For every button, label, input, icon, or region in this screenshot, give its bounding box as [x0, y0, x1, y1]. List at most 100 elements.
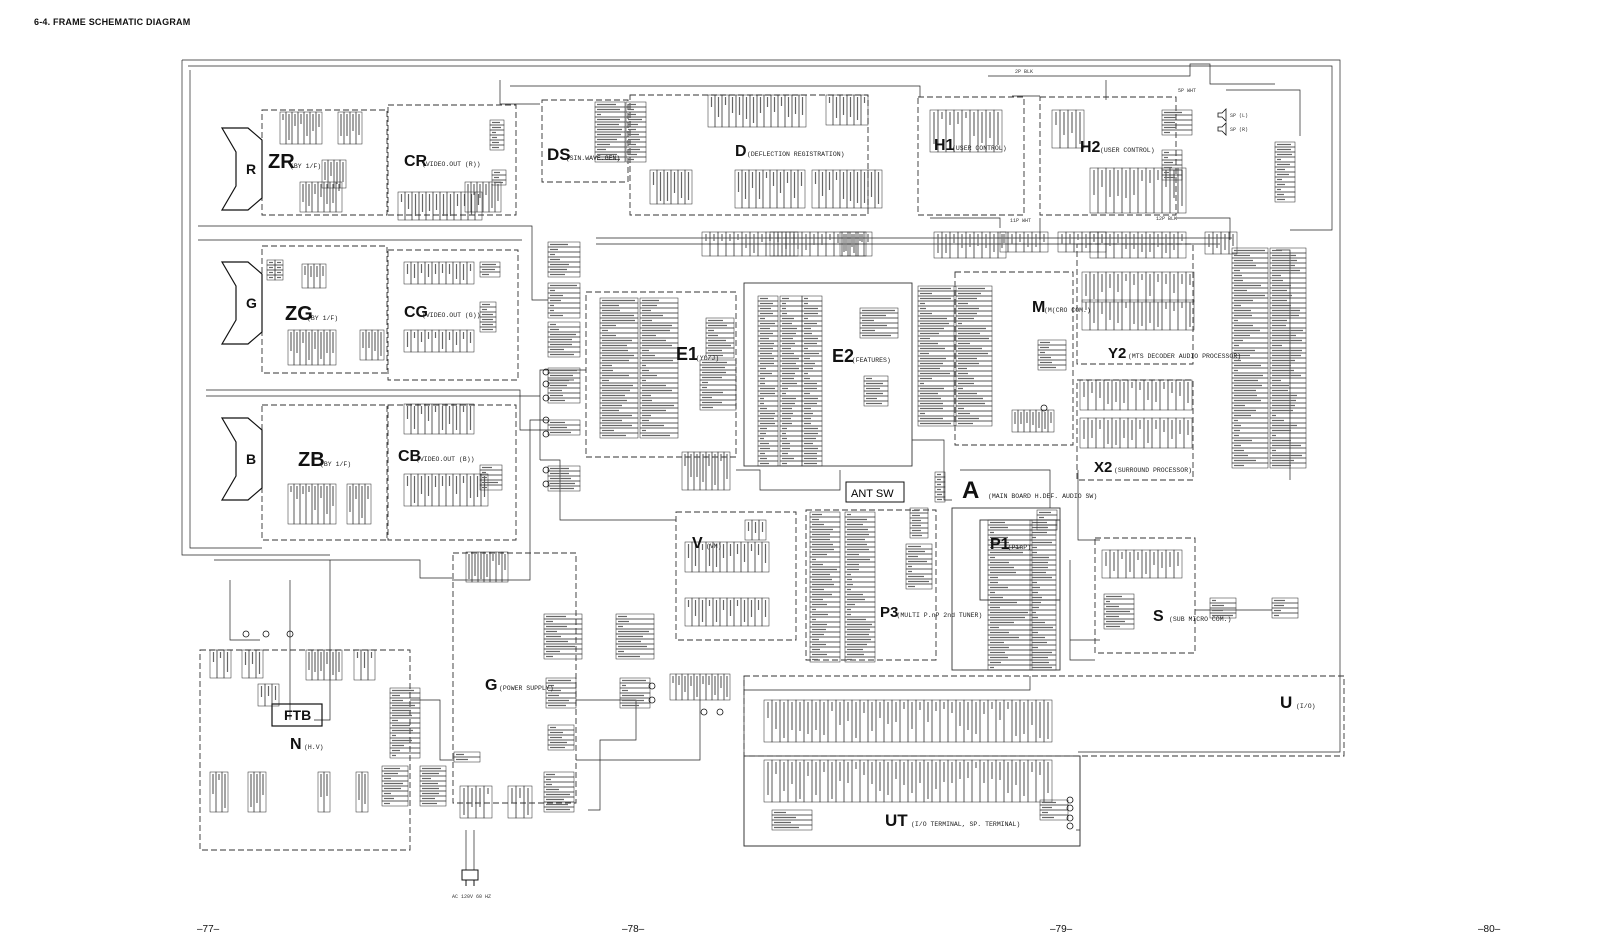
terminal-node [648, 696, 656, 704]
pin-cell [1037, 364, 1067, 371]
connector-strip [763, 759, 1053, 803]
board-desc-v: (VM) [706, 543, 722, 550]
terminal-node [1066, 796, 1074, 804]
board-desc-d: (DEFLECTION REGISTRATION) [747, 151, 845, 158]
pin-cell [547, 429, 581, 436]
pin-cell [625, 156, 647, 163]
terminal-node [1066, 804, 1074, 812]
pin-cell [377, 329, 385, 361]
board-desc-cb: (VIDEO.OUT (B)) [416, 456, 475, 463]
wire [540, 459, 676, 521]
pin-cell [466, 261, 475, 285]
pin-cell [798, 94, 807, 128]
terminal-node [542, 480, 550, 488]
board-desc-h1: (USER CONTROL) [952, 145, 1007, 152]
pin-cell [474, 191, 483, 221]
pin-cell [705, 352, 735, 359]
connector-strip [705, 317, 735, 359]
board-desc-n: (H.V) [304, 744, 324, 751]
connector-strip [639, 297, 679, 439]
connector-tag: 11P WHT [1010, 218, 1031, 224]
board-label-m: M [1032, 299, 1045, 316]
wire [744, 676, 1031, 691]
wire [736, 469, 841, 491]
connector-strip [1209, 597, 1237, 619]
pin-cell [987, 664, 1033, 671]
connector-strip [744, 519, 767, 541]
board-frame-u [743, 675, 1345, 757]
ftb-box [271, 703, 323, 727]
terminal-node [1066, 822, 1074, 830]
pin-cell [917, 420, 955, 427]
pin-cell [639, 432, 679, 439]
connector-strip [279, 111, 323, 145]
ac-plug-icon: AC 120V 60 HZ [452, 869, 491, 900]
speaker-label: SP (R) [1230, 127, 1248, 133]
pin-cell [987, 529, 1033, 536]
terminal-node [542, 430, 550, 438]
pin-cell [259, 771, 267, 813]
pin-cell [367, 649, 376, 681]
pin-cell [547, 485, 581, 492]
board-desc-e2: (FEATURES) [852, 357, 891, 364]
connector-strip [734, 169, 806, 209]
wire [206, 389, 548, 431]
pin-cell [547, 312, 581, 319]
pin-cell [619, 702, 651, 709]
board-desc-p1: (PinP) [1008, 544, 1031, 551]
pin-cell [361, 771, 369, 813]
speaker-shape [1217, 108, 1227, 122]
wire [314, 560, 331, 721]
board-frame-h1 [917, 96, 1025, 216]
pin-cell [274, 274, 284, 281]
board-desc-cg: (VIDEO.OUT (G)) [422, 312, 481, 319]
pin-cell [684, 169, 693, 205]
board-label-u: U [1280, 693, 1292, 712]
terminal-node [700, 708, 708, 716]
connector-strip [209, 771, 229, 813]
ant-sw-box [845, 481, 905, 503]
board-frame-e2 [743, 282, 913, 467]
connector-strip [507, 785, 533, 819]
connector-strip [1029, 519, 1057, 671]
connector-strip [403, 261, 475, 285]
crt-yoke-g: G [220, 261, 263, 345]
connector-strip [397, 191, 483, 221]
connector-strip [547, 465, 581, 492]
board-label-cr: CR [404, 153, 428, 170]
yoke-outline [220, 261, 263, 345]
board-desc-zg: (BY 1/F) [307, 315, 338, 322]
board-label-v: V [692, 535, 703, 552]
pin-cell [801, 460, 823, 467]
connector-strip [403, 329, 475, 353]
pin-cell [594, 156, 626, 163]
terminal-node [716, 708, 724, 716]
connector-strip [491, 169, 507, 186]
pin-cell [860, 94, 869, 126]
terminal-node [648, 682, 656, 690]
board-desc-u: (I/O) [1296, 703, 1316, 710]
wire [930, 217, 1001, 228]
wire-layer [181, 59, 1341, 870]
board-desc-h2: (USER CONTROL) [1100, 147, 1155, 154]
pin-cell [1161, 174, 1183, 181]
pin-cell [483, 785, 493, 819]
terminal-node [542, 466, 550, 474]
connector-strip [681, 451, 731, 491]
board-label-p3: P3 [880, 604, 898, 621]
wire [1069, 560, 1095, 661]
board-label-x2: X2 [1094, 459, 1112, 476]
pin-cell [723, 673, 731, 701]
terminal-node [542, 380, 550, 388]
connector-strip [1081, 299, 1195, 331]
pin-cell [364, 483, 372, 525]
board-desc-ds: (SIN.WAVE.GEN) [566, 155, 621, 162]
crt-yoke-b: B [220, 417, 263, 501]
wire [499, 80, 540, 105]
board-frame-cr [387, 104, 517, 216]
board-label-e1: E1 [676, 344, 698, 364]
board-desc-a: (MAIN BOARD H.DEF. AUDIO SW) [988, 493, 1097, 500]
board-frame-s [1094, 537, 1196, 654]
wire [181, 60, 330, 556]
